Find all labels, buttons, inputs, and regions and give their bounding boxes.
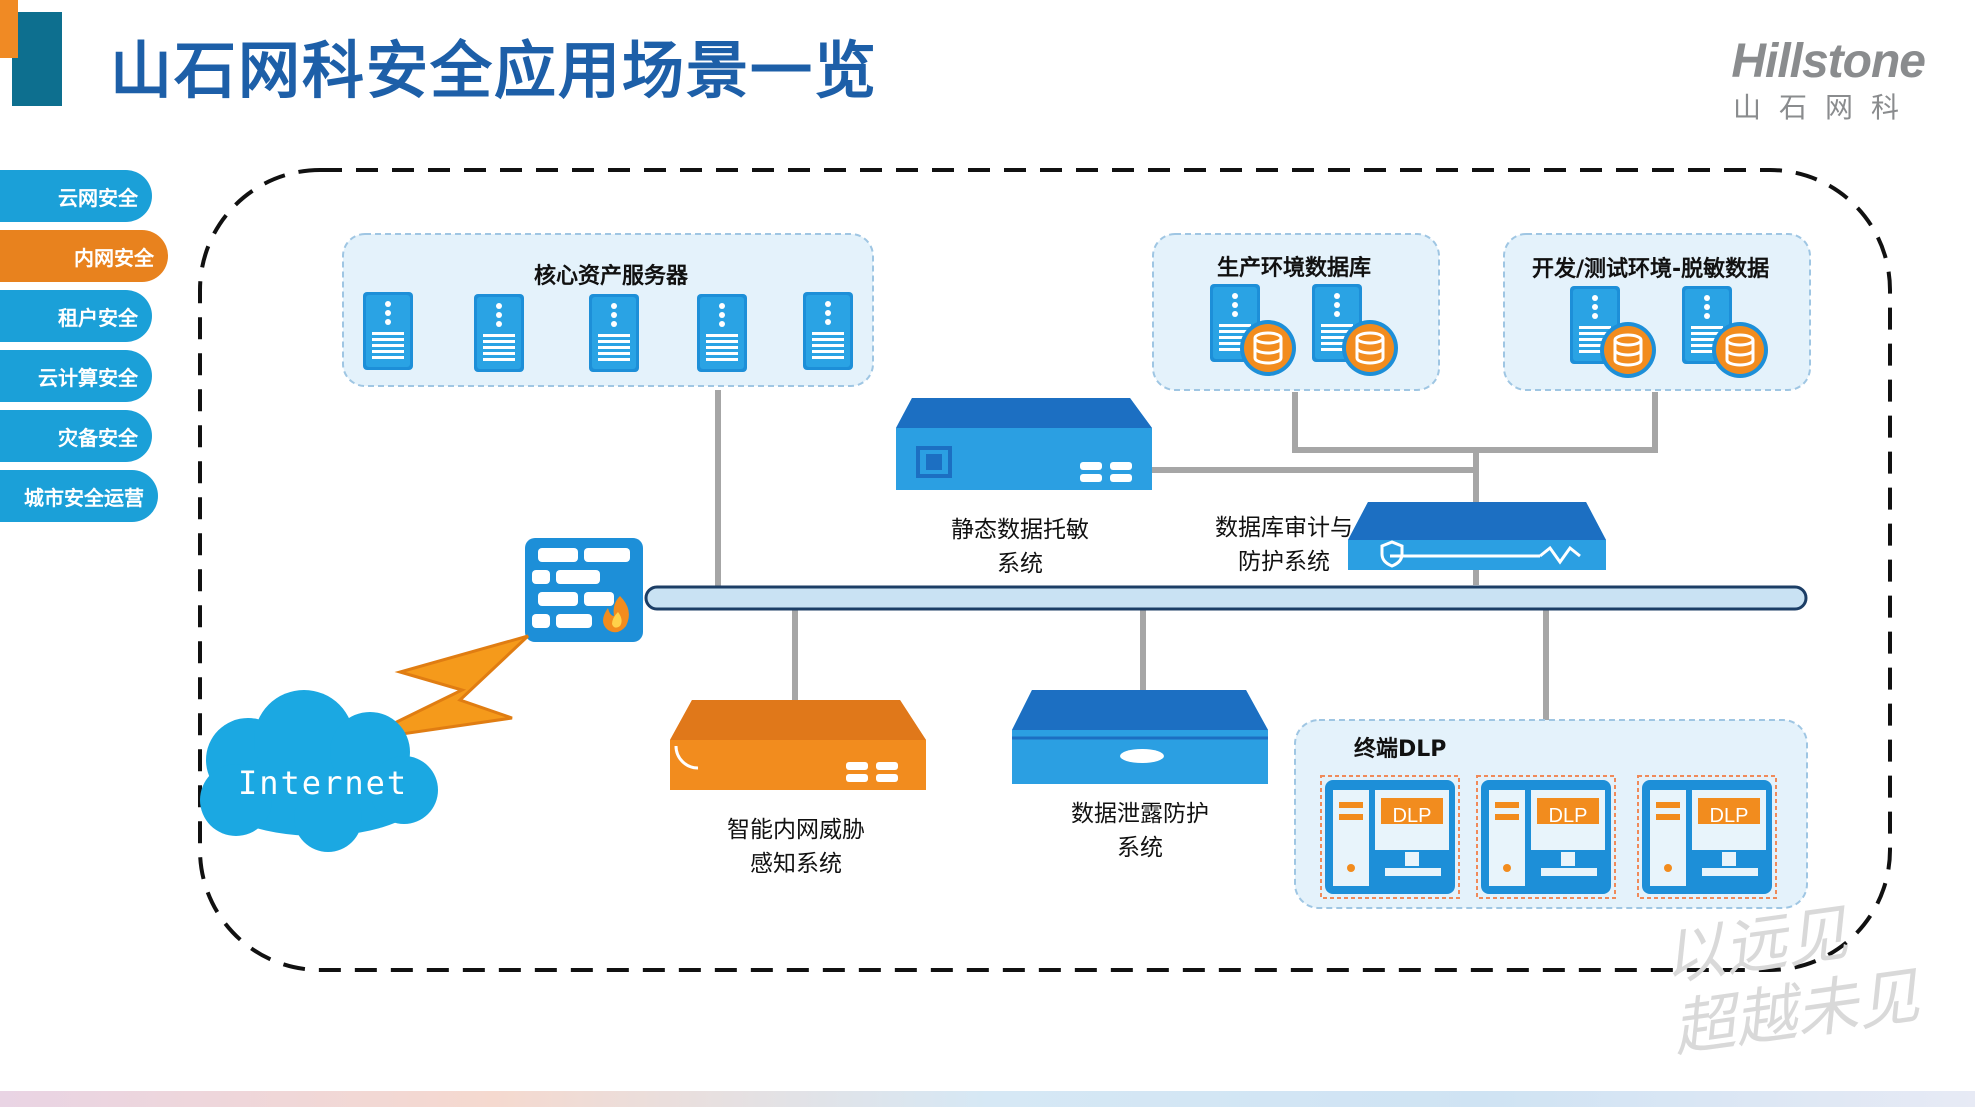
sidebar-item-intranet[interactable]: 内网安全 <box>0 230 168 282</box>
dlp-appliance-icon <box>1012 690 1268 784</box>
dlp-tag-2: DLP <box>1548 805 1588 827</box>
dlp-tag-1: DLP <box>1392 805 1432 827</box>
db-audit-label: 数据库审计与 防护系统 <box>1192 508 1376 576</box>
server-icon-3 <box>589 294 639 372</box>
terminal-pc-icon-1 <box>1320 775 1460 899</box>
dlp-system-label: 数据泄露防护 系统 <box>1040 794 1240 862</box>
static-masking-label-line2: 系统 <box>997 551 1043 577</box>
db-audit-label-line2: 防护系统 <box>1238 549 1330 575</box>
hillstone-logo: Hillstone <box>1731 35 1926 88</box>
static-masking-label: 静态数据托敏 系统 <box>920 510 1120 578</box>
threat-perception-label-line2: 感知系统 <box>750 851 842 877</box>
dlp-system-label-line1: 数据泄露防护 <box>1071 801 1209 827</box>
page-title: 山石网科安全应用场景一览 <box>110 34 879 107</box>
internet-label: Internet <box>238 764 409 802</box>
sidebar-item-tenant[interactable]: 租户安全 <box>0 290 152 342</box>
title-accent-bar <box>12 12 62 106</box>
server-icon-1 <box>363 292 413 370</box>
sidebar-item-cloud-computing[interactable]: 云计算安全 <box>0 350 152 402</box>
server-icon-5 <box>803 292 853 370</box>
server-icon-4 <box>697 294 747 372</box>
backbone-bus <box>644 585 1808 611</box>
firewall-icon <box>525 538 643 642</box>
terminal-pc-icon-2 <box>1476 775 1616 899</box>
sidebar-item-city-ops[interactable]: 城市安全运营 <box>0 470 158 522</box>
dlp-tag-3: DLP <box>1709 805 1749 827</box>
terminal-dlp-label: 终端DLP <box>1354 737 1447 762</box>
threat-perception-appliance-icon <box>670 700 926 790</box>
threat-perception-label-line1: 智能内网威胁 <box>727 817 865 843</box>
db-audit-appliance-icon <box>1348 502 1606 570</box>
core-servers-label: 核心资产服务器 <box>534 264 689 289</box>
static-masking-label-line1: 静态数据托敏 <box>951 517 1089 543</box>
terminal-pc-icon-3 <box>1637 775 1777 899</box>
bottom-gradient-bar <box>0 1091 1975 1107</box>
prod-db-label: 生产环境数据库 <box>1217 256 1372 281</box>
threat-perception-label: 智能内网威胁 感知系统 <box>696 810 896 878</box>
cloud-icon <box>200 690 438 852</box>
dlp-system-label-line2: 系统 <box>1117 835 1163 861</box>
db-audit-label-line1: 数据库审计与 <box>1215 515 1353 541</box>
title-accent-corner <box>0 0 18 58</box>
server-icon-2 <box>474 294 524 372</box>
static-masking-appliance-icon <box>896 398 1152 490</box>
sidebar-item-disaster-recovery[interactable]: 灾备安全 <box>0 410 152 462</box>
sidebar-item-cloud-net[interactable]: 云网安全 <box>0 170 152 222</box>
dev-db-label: 开发/测试环境-脱敏数据 <box>1532 257 1770 282</box>
hillstone-logo-sub: 山石网科 <box>1732 91 1917 124</box>
boundary-dashed <box>198 168 1892 972</box>
